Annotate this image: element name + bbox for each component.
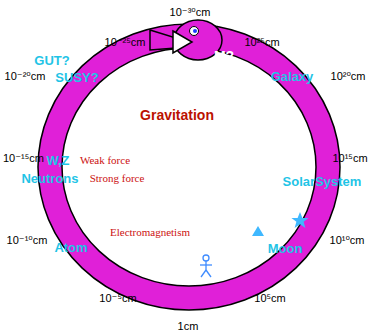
scale-label-box: 10⁻³⁰cm: [170, 7, 211, 18]
scale-label-box: 10²⁵cm: [244, 37, 279, 48]
person-figure: [200, 255, 212, 277]
scale-label: 10¹⁰cm: [330, 234, 365, 246]
theory-label: M?: [214, 48, 234, 64]
moon-triangle: [252, 226, 264, 236]
theory-label-box: SUSY?: [55, 71, 98, 84]
force-label-box: Weak force: [80, 155, 130, 166]
scale-label-box: 10⁻¹⁵cm: [3, 153, 44, 164]
force-label-box: Electromagnetism: [110, 227, 190, 238]
object-label-box: Atom: [54, 241, 87, 254]
scale-label-box: 10⁻²⁵cm: [105, 37, 146, 48]
snake-mouth: [173, 31, 192, 53]
force-label-box: Gravitation: [140, 108, 214, 122]
object-label: SolarSystem: [283, 174, 362, 189]
theory-label: SUSY?: [55, 70, 98, 85]
snake-tail: [150, 30, 176, 50]
object-label-box: Neutrons: [21, 172, 78, 185]
theory-label-box: GUT?: [34, 54, 69, 67]
object-label: Neutrons: [21, 171, 78, 186]
object-label-box: Galaxy: [271, 70, 314, 83]
object-label-box: W,Z: [46, 154, 69, 167]
object-label-box: SolarSystem: [283, 175, 362, 188]
scale-label: 10⁵cm: [254, 292, 285, 304]
object-label: Atom: [54, 240, 87, 255]
scale-label-box: 10⁻²⁰cm: [5, 71, 46, 82]
star-symbol: [291, 212, 308, 228]
scale-label: 10²⁰cm: [331, 70, 366, 82]
force-label: Weak force: [80, 154, 130, 166]
object-label: W,Z: [46, 153, 69, 168]
scale-label-box: 10¹⁰cm: [330, 235, 365, 246]
scale-label: 10⁻²⁰cm: [5, 70, 46, 82]
scale-label: 10⁻⁵cm: [99, 292, 136, 304]
scale-label-box: 10⁻¹⁰cm: [7, 235, 48, 246]
force-label: Electromagnetism: [110, 226, 190, 238]
snake-eye: [190, 27, 199, 36]
scale-label-box: 10⁵cm: [254, 293, 285, 304]
theory-label: GUT?: [34, 53, 69, 68]
scale-label: 10⁻¹⁵cm: [3, 152, 44, 164]
scale-label-box: 10²⁰cm: [331, 71, 366, 82]
scale-label-box: 1cm: [178, 321, 199, 332]
snake-pupil: [193, 29, 197, 33]
object-label-box: Moon: [268, 242, 303, 255]
scale-label: 10⁻³⁰cm: [170, 6, 211, 18]
theory-label-box: M?: [214, 49, 234, 63]
scale-label: 10⁻²⁵cm: [105, 36, 146, 48]
scale-label: 1cm: [178, 320, 199, 332]
force-label-box: Strong force: [90, 173, 145, 184]
scale-label: 10²⁵cm: [244, 36, 279, 48]
scale-label-box: 10¹⁵cm: [332, 153, 367, 164]
force-label: Gravitation: [140, 107, 214, 123]
scale-label-box: 10⁻⁵cm: [99, 293, 136, 304]
scale-label: 10⁻¹⁰cm: [7, 234, 48, 246]
object-label: Galaxy: [271, 69, 314, 84]
snake-body: [38, 24, 340, 310]
object-label: Moon: [268, 241, 303, 256]
scale-label: 10¹⁵cm: [332, 152, 367, 164]
force-label: Strong force: [90, 172, 145, 184]
